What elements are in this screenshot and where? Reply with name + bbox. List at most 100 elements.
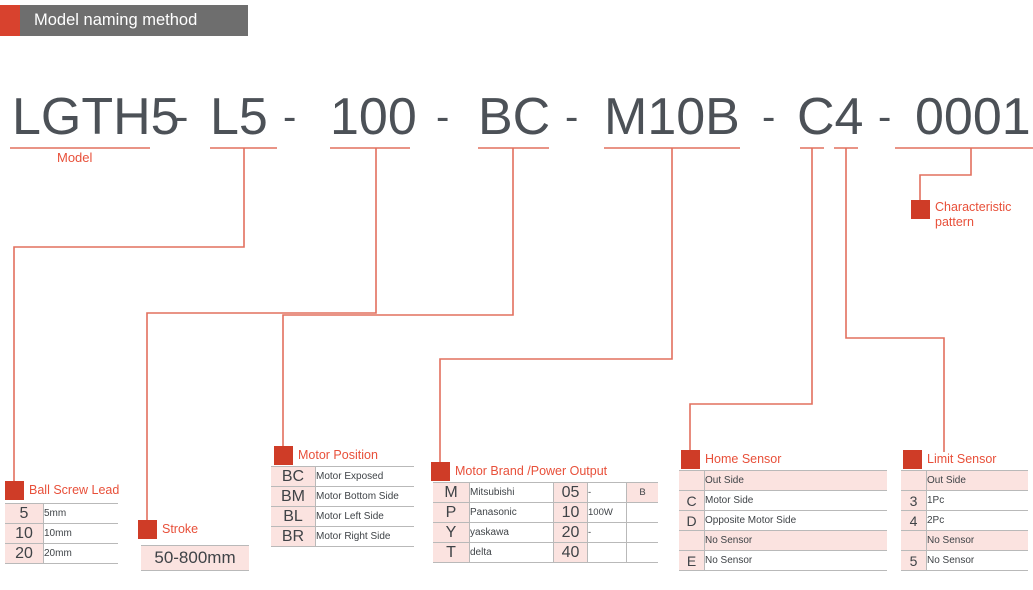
cell-desc: Out Side	[926, 470, 1028, 491]
marker-ball-screw-lead	[5, 481, 24, 500]
cell-code: 4	[901, 510, 927, 531]
cell-code	[679, 470, 705, 491]
page-title: Model naming method	[34, 11, 198, 29]
marker-motor-position	[274, 446, 293, 465]
cell-brake-flag	[626, 502, 658, 523]
code-dash-4: -	[565, 95, 579, 139]
leader-motorbrand-path	[439, 148, 673, 464]
cell-desc: 1Pc	[926, 490, 1028, 511]
table-home-sensor: Out Side C Motor Side D Opposite Motor S…	[679, 470, 887, 571]
table-limit-sensor: Out Side 3 1Pc 4 2Pc No Sensor 5 No Sens…	[901, 470, 1028, 571]
table-row: P Panasonic 10 100W	[433, 502, 658, 523]
header-accent-block	[0, 5, 20, 36]
marker-motor-brand-power	[431, 462, 450, 481]
cell-power-code: 20	[553, 522, 588, 543]
label-characteristic-pattern: Characteristic pattern	[935, 200, 1012, 229]
cell-code: BL	[271, 506, 316, 527]
cell-brake-flag	[626, 542, 658, 563]
cell-brand-name: Mitsubishi	[469, 482, 554, 503]
table-row: E No Sensor	[679, 550, 887, 571]
code-segment-motor-brand: M10B	[604, 88, 740, 146]
code-dash-2: -	[283, 95, 297, 139]
table-row: Out Side	[679, 470, 887, 491]
code-segment-stroke: 100	[330, 88, 417, 146]
cell-code	[679, 530, 705, 551]
cell-desc: 20mm	[43, 543, 118, 564]
table-row: BR Motor Right Side	[271, 526, 414, 547]
cell-desc: Out Side	[704, 470, 887, 491]
code-segment-motor-pos: BC	[478, 88, 551, 146]
table-row: 5 5mm	[5, 503, 118, 524]
cell-code: BR	[271, 526, 316, 547]
label-motor-brand-power: Motor Brand /Power Output	[455, 464, 608, 478]
code-dash-6: -	[878, 95, 892, 139]
label-motor-position: Motor Position	[298, 448, 378, 462]
cell-desc: No Sensor	[704, 550, 887, 571]
table-row: 20 20mm	[5, 543, 118, 564]
table-row: BC Motor Exposed	[271, 466, 414, 487]
cell-code	[901, 470, 927, 491]
leader-limit-path	[845, 148, 945, 452]
table-row: Y yaskawa 20 -	[433, 522, 658, 543]
table-row: No Sensor	[679, 530, 887, 551]
table-row: BM Motor Bottom Side	[271, 486, 414, 507]
table-motor-position: BC Motor Exposed BM Motor Bottom Side BL…	[271, 466, 414, 547]
cell-code: 10	[5, 523, 44, 544]
cell-code: BM	[271, 486, 316, 507]
cell-code	[901, 530, 927, 551]
label-ball-screw-lead: Ball Screw Lead	[29, 483, 120, 497]
cell-power-watt	[587, 542, 627, 563]
page-header-bar: Model naming method	[0, 5, 248, 36]
code-segment-model: LGTH5	[12, 88, 180, 146]
marker-limit-sensor	[903, 450, 922, 469]
code-dash-1: -	[175, 95, 189, 139]
table-row: Out Side	[901, 470, 1028, 491]
code-segment-characteristic: 0001	[915, 88, 1031, 146]
cell-brand-code: T	[433, 542, 470, 563]
cell-power-code: 05	[553, 482, 588, 503]
table-row: BL Motor Left Side	[271, 506, 414, 527]
cell-power-watt: -	[587, 522, 627, 543]
table-row: C Motor Side	[679, 490, 887, 511]
cell-power-code: 10	[553, 502, 588, 523]
cell-brand-name: delta	[469, 542, 554, 563]
table-row: No Sensor	[901, 530, 1028, 551]
cell-code: 5	[901, 550, 927, 571]
cell-power-watt: 100W	[587, 502, 627, 523]
table-row: 5 No Sensor	[901, 550, 1028, 571]
table-row: 10 10mm	[5, 523, 118, 544]
table-row: M Mitsubishi 05 - B	[433, 482, 658, 503]
table-ball-screw-lead: 5 5mm 10 10mm 20 20mm	[5, 503, 118, 564]
cell-desc: 2Pc	[926, 510, 1028, 531]
cell-desc: No Sensor	[926, 530, 1028, 551]
cell-desc: Motor Right Side	[315, 526, 414, 547]
model-label: Model	[57, 150, 93, 165]
cell-desc: Motor Side	[704, 490, 887, 511]
label-limit-sensor: Limit Sensor	[927, 452, 997, 466]
cell-desc: No Sensor	[704, 530, 887, 551]
label-stroke: Stroke	[162, 522, 199, 536]
cell-code: BC	[271, 466, 316, 487]
table-row: 3 1Pc	[901, 490, 1028, 511]
cell-code: E	[679, 550, 705, 571]
cell-brand-name: yaskawa	[469, 522, 554, 543]
code-segment-sensors: C4	[797, 88, 864, 146]
cell-code: C	[679, 490, 705, 511]
cell-desc: Opposite Motor Side	[704, 510, 887, 531]
label-home-sensor: Home Sensor	[705, 452, 782, 466]
cell-power-watt: -	[587, 482, 627, 503]
table-row: T delta 40	[433, 542, 658, 563]
cell-brand-name: Panasonic	[469, 502, 554, 523]
stroke-value-box: 50-800mm	[141, 545, 249, 571]
cell-brand-code: Y	[433, 522, 470, 543]
leader-characteristic-path	[919, 148, 972, 203]
cell-code: D	[679, 510, 705, 531]
cell-brake-flag	[626, 522, 658, 543]
leader-motorpos-path	[282, 148, 514, 448]
cell-desc: Motor Bottom Side	[315, 486, 414, 507]
table-row: 4 2Pc	[901, 510, 1028, 531]
cell-desc: 5mm	[43, 503, 118, 524]
cell-code: 3	[901, 490, 927, 511]
cell-power-code: 40	[553, 542, 588, 563]
code-dash-3: -	[436, 95, 450, 139]
